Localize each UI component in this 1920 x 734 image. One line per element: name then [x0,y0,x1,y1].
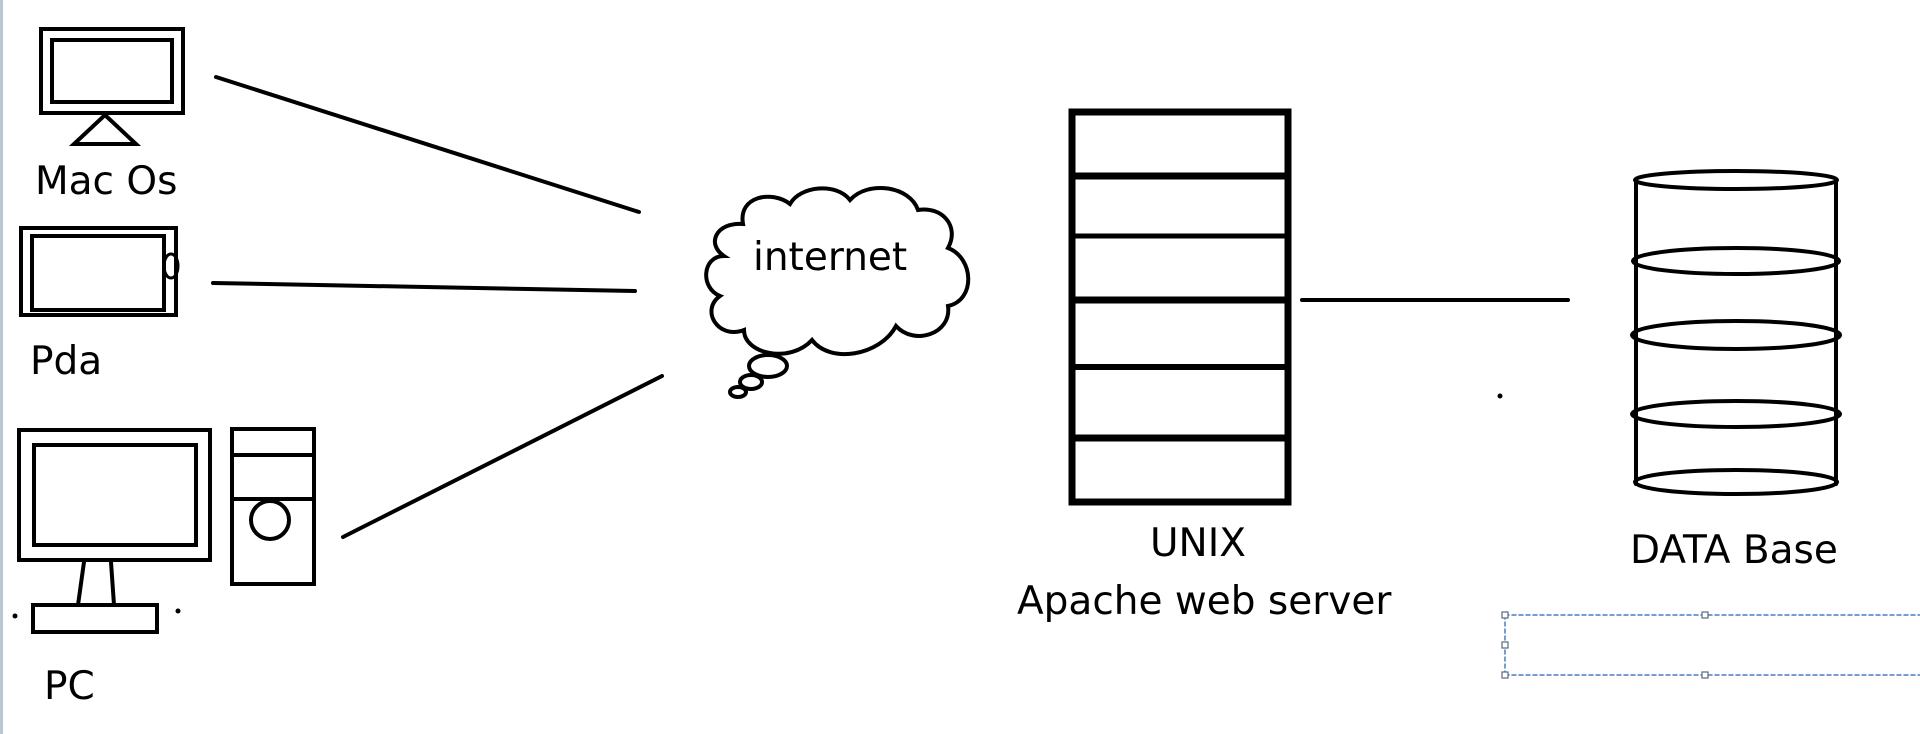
pda-device-icon [19,226,180,317]
window-edge [0,0,3,734]
selection-handles[interactable] [1501,611,1709,679]
selected-text-box-frame[interactable] [1504,614,1920,676]
database-cylinder-icon [1630,169,1842,496]
pc-monitor-icon [17,428,212,634]
mac-label: Mac Os [35,159,178,204]
stray-dots [12,393,1503,619]
pc-label: PC [44,664,95,709]
pc-tower-icon [230,427,316,586]
mac-monitor-icon [39,27,185,146]
pda-to-internet-line [211,281,637,293]
mac-to-internet-line [214,75,641,214]
pda-label: Pda [30,339,103,384]
server-software-label: Apache web server [1017,579,1392,624]
server-os-label: UNIX [1150,521,1246,566]
internet-label: internet [753,235,908,280]
server-rack-icon [1068,108,1292,506]
pc-to-internet-line [341,374,664,539]
internet-cloud-icon [704,185,971,399]
database-label: DATA Base [1630,528,1838,573]
